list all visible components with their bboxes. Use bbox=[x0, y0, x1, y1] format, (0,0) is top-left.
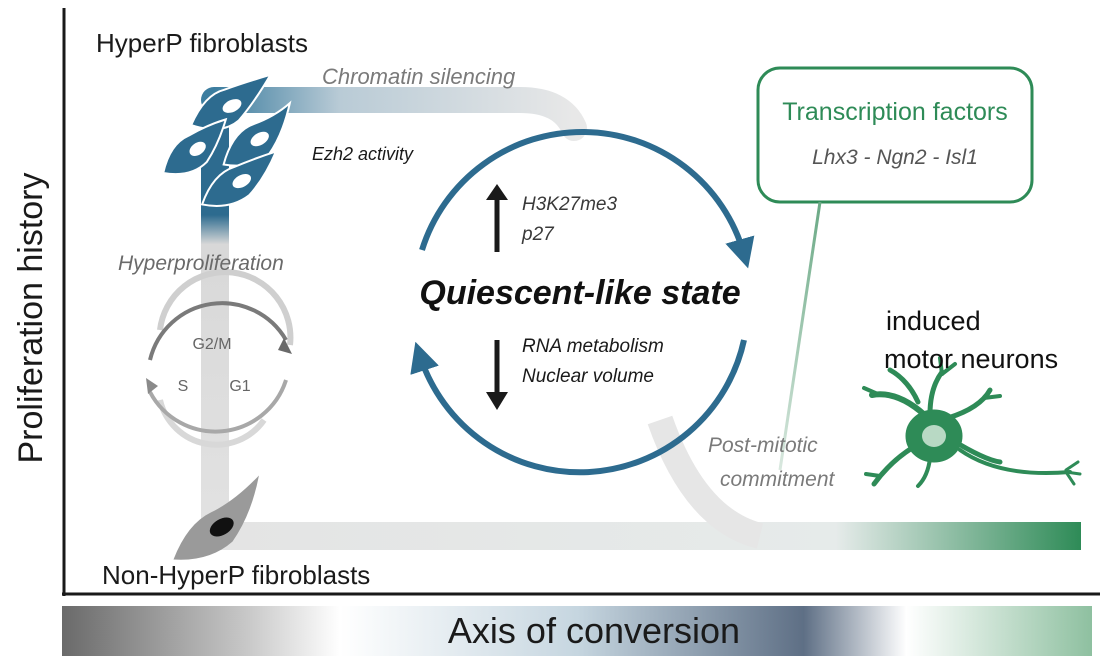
bottom-pathway bbox=[205, 522, 1081, 550]
up-marker-h3k27me3: H3K27me3 bbox=[522, 194, 617, 215]
axis-of-conversion-bar bbox=[62, 606, 1092, 656]
s-phase-label: S bbox=[178, 378, 189, 395]
motor-neurons-label: motor neurons bbox=[884, 344, 1058, 374]
non-hyperp-fibroblasts-label: Non-HyperP fibroblasts bbox=[102, 560, 370, 590]
g2m-label: G2/M bbox=[192, 336, 231, 353]
quiescent-cycle bbox=[410, 128, 755, 476]
post-mitotic-pathway bbox=[647, 415, 764, 549]
down-marker-rna-metabolism: RNA metabolism bbox=[522, 336, 664, 357]
hyperp-fibroblasts-label: HyperP fibroblasts bbox=[96, 28, 308, 58]
quiescent-state-label: Quiescent-like state bbox=[419, 274, 740, 312]
up-marker-p27: p27 bbox=[521, 224, 555, 245]
transcription-factors-list: Lhx3 - Ngn2 - Isl1 bbox=[812, 146, 978, 169]
down-arrow bbox=[486, 340, 508, 410]
chromatin-silencing-pathway bbox=[201, 87, 587, 141]
commitment-label: commitment bbox=[720, 468, 836, 491]
y-axis-label: Proliferation history bbox=[12, 172, 50, 463]
x-axis-label: Axis of conversion bbox=[448, 610, 740, 651]
cell-cycle: G2/M S G1 bbox=[146, 269, 294, 448]
non-hyperp-fibroblast-cell bbox=[173, 475, 259, 560]
transcription-factors-title: Transcription factors bbox=[782, 98, 1008, 126]
ezh2-activity-label: Ezh2 activity bbox=[312, 144, 414, 164]
up-arrow bbox=[486, 184, 508, 252]
transcription-factors-box bbox=[756, 66, 1034, 204]
post-mitotic-label: Post-mitotic bbox=[708, 434, 818, 457]
hyperp-fibroblast-cells bbox=[162, 73, 292, 207]
motor-neuron bbox=[862, 356, 1082, 488]
down-marker-nuclear-volume: Nuclear volume bbox=[522, 366, 654, 387]
induced-label: induced bbox=[886, 306, 981, 336]
chromatin-silencing-label: Chromatin silencing bbox=[322, 64, 516, 89]
tf-connector bbox=[778, 201, 822, 471]
g1-label: G1 bbox=[229, 378, 250, 395]
hyperproliferation-label: Hyperproliferation bbox=[118, 252, 284, 275]
